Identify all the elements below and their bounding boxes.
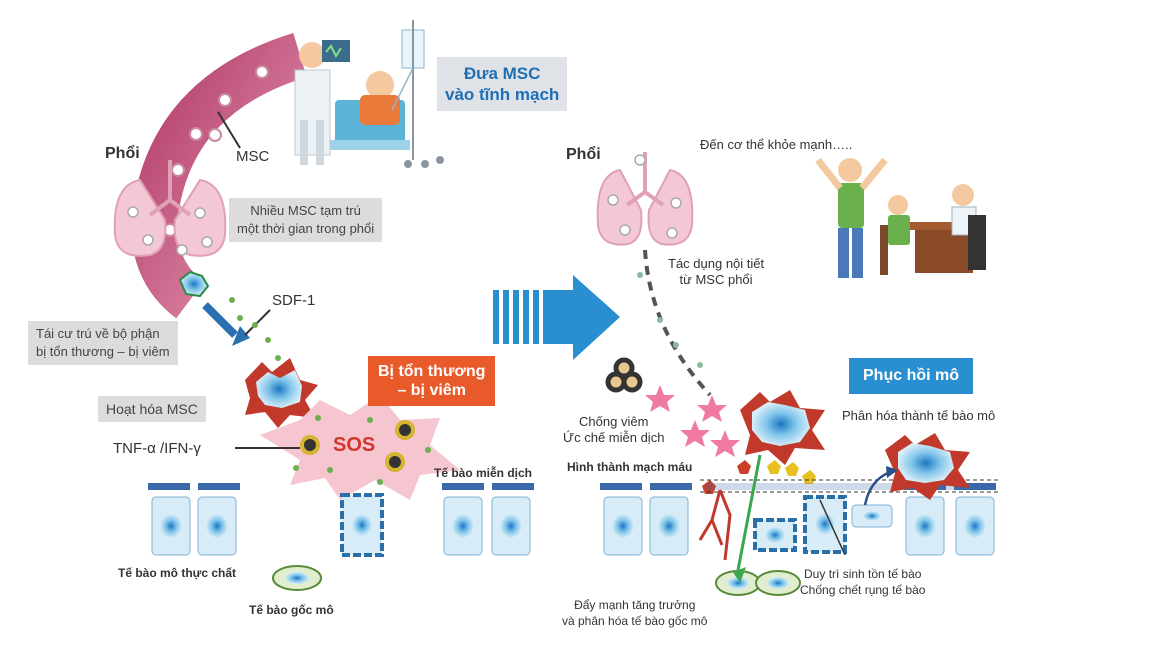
endocrine-line2: từ MSC phổi	[679, 272, 753, 287]
stem-cell-label: Tế bào gốc mô	[249, 603, 334, 617]
healthy-label: Đến cơ thể khỏe mạnh…..	[700, 137, 853, 152]
differentiated-cell	[885, 433, 970, 500]
growth-line2: và phân hóa tế bào gốc mô	[562, 614, 708, 628]
angiogenesis-label: Hình thành mạch máu	[567, 460, 693, 474]
tissue-row-left	[148, 483, 534, 591]
sdf-pointer-line	[244, 309, 271, 336]
repair-box: Phục hồi mô	[849, 358, 973, 394]
sdf-label: SDF-1	[272, 292, 316, 309]
homing-line2: bị tổn thương – bị viêm	[36, 344, 170, 359]
differentiation-label: Phân hóa thành tế bào mô	[842, 408, 996, 423]
endocrine-label: Tác dụng nội tiết từ MSC phổi	[668, 256, 764, 288]
activation-box: Hoạt hóa MSC	[98, 396, 206, 422]
iv-infusion-box: Đưa MSC vào tĩnh mạch	[437, 57, 568, 111]
growth-line1: Đẩy mạnh tăng trưởng	[574, 598, 696, 612]
activated-msc-left	[245, 358, 318, 428]
anti-inflammatory-line2: Ức chế miễn dịch	[563, 430, 665, 445]
lung-left	[113, 160, 227, 257]
injury-line1: Bị tổn thương	[378, 363, 486, 380]
homing-box: Tái cư trú về bộ phận bị tổn thương – bị…	[28, 321, 178, 365]
iv-infusion-line2: vào tĩnh mạch	[445, 85, 560, 104]
healthy-people-illustration	[815, 157, 986, 278]
resident-line2: một thời gian trong phổi	[237, 221, 375, 236]
parenchyma-label: Tế bào mô thực chất	[118, 566, 237, 580]
anti-inflammatory-line1: Chống viêm	[579, 414, 649, 429]
center-arrow	[493, 275, 620, 360]
msc-label: MSC	[236, 148, 270, 165]
homing-arrow	[202, 302, 238, 338]
lung-label-right: Phổi	[566, 146, 601, 163]
homing-line1: Tái cư trú về bộ phận	[36, 326, 160, 341]
resident-msc-box: Nhiều MSC tạm trú một thời gian trong ph…	[229, 198, 383, 242]
endocrine-dashed-path	[643, 249, 712, 397]
anti-inflammatory-label: Chống viêm Ức chế miễn dịch	[563, 414, 664, 446]
doctor-patient-illustration	[294, 20, 444, 168]
injury-line2: – bị viêm	[397, 382, 466, 399]
iv-infusion-line1: Đưa MSC	[463, 64, 541, 83]
resident-line1: Nhiều MSC tạm trú	[250, 203, 361, 218]
survival-line2: Chống chết rụng tế bào	[800, 583, 926, 597]
sos-label: SOS	[333, 434, 376, 456]
msc-pointer-line	[217, 111, 241, 149]
survival-line1: Duy trì sinh tồn tế bào	[804, 567, 922, 581]
injury-box: Bị tổn thương – bị viêm	[368, 356, 496, 406]
angiogenesis-vessels	[698, 489, 732, 561]
tnf-label: TNF-α /IFN-γ	[113, 440, 201, 457]
msc-cell-homing	[178, 270, 210, 298]
growth-arrow	[736, 454, 762, 571]
msc-cells-in-vessel	[163, 65, 269, 237]
vessel-arc	[131, 33, 308, 319]
anti-inflammatory-cells	[605, 357, 643, 393]
lung-label-left: Phổi	[105, 145, 140, 162]
endocrine-line1: Tác dụng nội tiết	[668, 256, 765, 271]
activated-msc-right	[740, 390, 825, 465]
survival-label: Duy trì sinh tồn tế bào Chống chết rụng …	[800, 566, 925, 598]
tissue-row-right	[600, 479, 1000, 596]
cytokine-stars	[645, 385, 740, 457]
growth-label: Đẩy mạnh tăng trưởng và phân hóa tế bào …	[562, 597, 707, 629]
lung-right	[596, 152, 694, 246]
sos-burst	[260, 395, 460, 500]
immune-cell-label: Tế bào miễn dịch	[434, 466, 533, 480]
